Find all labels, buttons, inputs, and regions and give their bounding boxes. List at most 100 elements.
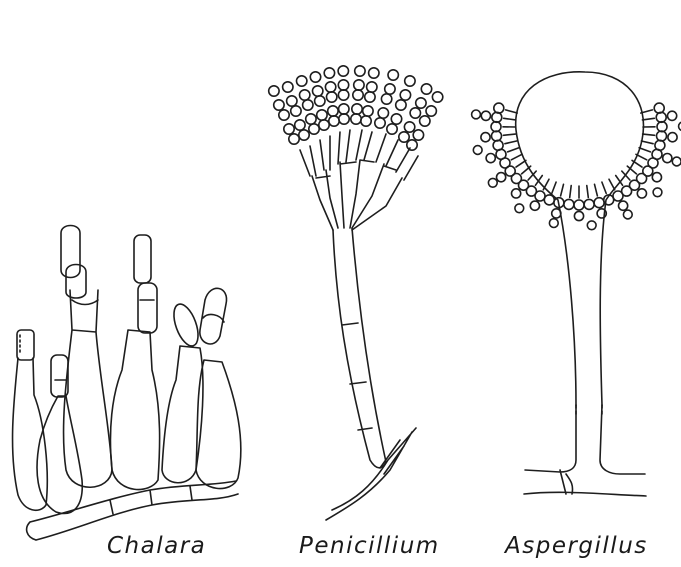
conidium [494, 103, 504, 113]
conidium [410, 108, 420, 118]
conidium [317, 110, 327, 120]
phialide [602, 182, 606, 193]
aspergillus-conidial-head [472, 103, 681, 230]
conidium [656, 112, 666, 122]
penicillium-metulae [312, 160, 402, 230]
phialide [639, 148, 650, 152]
conidium [655, 140, 665, 150]
conidium [481, 133, 490, 142]
conidium [511, 189, 520, 198]
phialide [570, 186, 572, 198]
aspergillus-stipe-vesicle [516, 72, 644, 405]
conidium [416, 98, 426, 108]
chalara-basal-hypha [27, 481, 238, 540]
conidium [413, 130, 423, 140]
conidium [653, 188, 662, 197]
conidium [324, 68, 334, 78]
phialide [642, 118, 654, 120]
conidium [574, 200, 584, 210]
penicillium-basal-hypha [326, 428, 416, 520]
conidium [378, 108, 388, 118]
conidium [396, 100, 406, 110]
conidium [473, 146, 482, 155]
chalara-conidium-4a [134, 235, 151, 283]
conidium [274, 100, 284, 110]
conidium [381, 94, 391, 104]
penicillium-stipe [333, 228, 386, 468]
conidium [279, 110, 289, 120]
conidium [327, 92, 337, 102]
phialide [504, 118, 516, 120]
conidium [375, 118, 385, 128]
conidium [354, 80, 364, 90]
conidium [420, 116, 430, 126]
conidium [587, 221, 596, 230]
conidium [549, 219, 558, 228]
conidium [300, 90, 310, 100]
conidium [306, 114, 316, 124]
conidium [338, 80, 348, 90]
phialide [636, 154, 647, 160]
conidium [399, 132, 409, 142]
conidium [426, 106, 436, 116]
conidium [535, 191, 545, 201]
chalara-conidium-6 [200, 288, 227, 344]
conidium [657, 131, 667, 141]
conidium [637, 189, 646, 198]
conidium [339, 104, 349, 114]
conidium [544, 195, 554, 205]
conidium [488, 178, 497, 187]
conidium [329, 116, 339, 126]
conidium [319, 120, 329, 130]
phialide [561, 184, 564, 196]
conidium [407, 140, 417, 150]
conidium [369, 68, 379, 78]
conidium [515, 204, 524, 213]
conidium [284, 124, 294, 134]
conidium [486, 154, 495, 163]
phialide [587, 186, 589, 198]
label-aspergillus: Aspergillus [505, 533, 648, 559]
conidium [668, 111, 677, 120]
chalara-phialide-3 [64, 290, 112, 487]
conidium [291, 106, 301, 116]
label-chalara: Chalara [107, 533, 206, 559]
chalara-conidium-5 [169, 301, 203, 349]
conidium [491, 122, 501, 132]
conidium [355, 66, 365, 76]
conidium [564, 199, 574, 209]
conidium [269, 86, 279, 96]
conidium [313, 86, 323, 96]
conidium [297, 76, 307, 86]
phialide [505, 141, 517, 144]
conidium [421, 84, 431, 94]
conidium [652, 173, 661, 182]
conidium [584, 199, 594, 209]
conidium [385, 84, 395, 94]
conidium [363, 106, 373, 116]
chalara-drawing [13, 226, 241, 541]
penicillium-drawing [269, 66, 443, 520]
conidium [339, 114, 349, 124]
conidium [619, 201, 628, 210]
conidium [365, 92, 375, 102]
conidium [594, 198, 604, 208]
conidium [672, 157, 681, 166]
conidium [315, 96, 325, 106]
chalara-conidium-4b [138, 283, 157, 333]
conidium [654, 103, 664, 113]
conidium [391, 114, 401, 124]
conidium [432, 92, 442, 102]
phialide [508, 148, 519, 152]
conidium [663, 154, 672, 163]
conidium [497, 173, 506, 182]
conidium [388, 70, 398, 80]
phialide [511, 154, 522, 160]
conidium [328, 106, 338, 116]
conidium [299, 130, 309, 140]
conidium [338, 90, 348, 100]
conidium [325, 82, 335, 92]
phialide [503, 134, 515, 135]
conidium [574, 211, 583, 220]
